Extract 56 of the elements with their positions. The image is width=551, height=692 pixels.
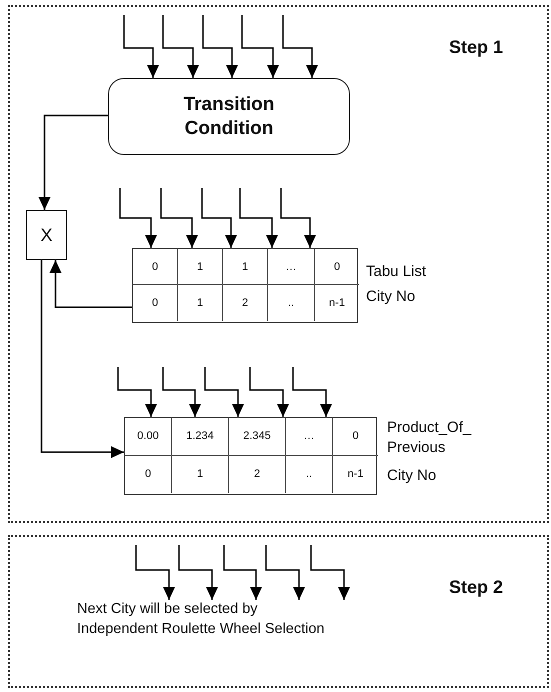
- table-value: 2: [242, 297, 248, 309]
- table-value: n-1: [329, 297, 345, 309]
- row-label: City No: [366, 287, 416, 306]
- arrow: [280, 188, 316, 248]
- data-table: [132, 248, 358, 323]
- arrow: [265, 545, 305, 600]
- arrow: [282, 15, 318, 78]
- arrow: [123, 15, 159, 78]
- row-label: Tabu List: [366, 262, 426, 282]
- arrow: [162, 15, 199, 78]
- arrow: [117, 367, 157, 417]
- data-table: [124, 417, 377, 495]
- table-value: 0.00: [137, 430, 159, 442]
- arrow: [135, 545, 175, 600]
- table-value: n-1: [348, 468, 364, 480]
- table-value: 1: [242, 260, 248, 272]
- table-value: 0: [152, 260, 158, 272]
- arrow: [223, 545, 262, 600]
- arrow: [292, 367, 332, 417]
- arrow: [204, 367, 244, 417]
- arrow: [178, 545, 218, 600]
- arrow: [201, 188, 237, 248]
- arrow: [119, 188, 157, 248]
- table-value: 2.345: [243, 430, 271, 442]
- table-value: 1: [196, 468, 204, 480]
- description-text: Next City will be selected by Independent Roulette Wheel Selection: [77, 600, 332, 642]
- step-heading: Step 1: [449, 37, 504, 58]
- table-value: 0: [352, 430, 359, 442]
- multiplier-box: X: [26, 210, 67, 260]
- row-label: City No: [387, 466, 436, 486]
- table-value: 1: [196, 260, 204, 272]
- arrow: [249, 367, 289, 417]
- step-heading: Step 2: [449, 577, 504, 598]
- arrow: [160, 188, 198, 248]
- arrow: [239, 188, 278, 248]
- arrow: [38, 114, 108, 210]
- step-panel: [8, 5, 549, 523]
- table-value: 0: [144, 468, 152, 480]
- table-value: 0: [152, 297, 158, 309]
- arrow: [310, 545, 350, 600]
- arrow: [40, 260, 124, 458]
- arrow: [241, 15, 279, 78]
- table-value: 0: [334, 260, 340, 272]
- table-value: 1: [196, 297, 204, 309]
- arrow: [202, 15, 238, 78]
- table-value: 1.234: [186, 430, 214, 442]
- process-box: Transition Condition: [108, 78, 350, 155]
- arrow: [162, 367, 201, 417]
- table-value: …: [304, 430, 314, 442]
- row-label: Product_Of_ Previous: [387, 418, 472, 457]
- table-value: 2: [254, 468, 260, 480]
- arrow: [50, 260, 132, 308]
- table-value: ..: [288, 297, 294, 309]
- table-value: ..: [306, 468, 312, 480]
- step-panel: [8, 535, 549, 688]
- table-value: …: [286, 260, 296, 272]
